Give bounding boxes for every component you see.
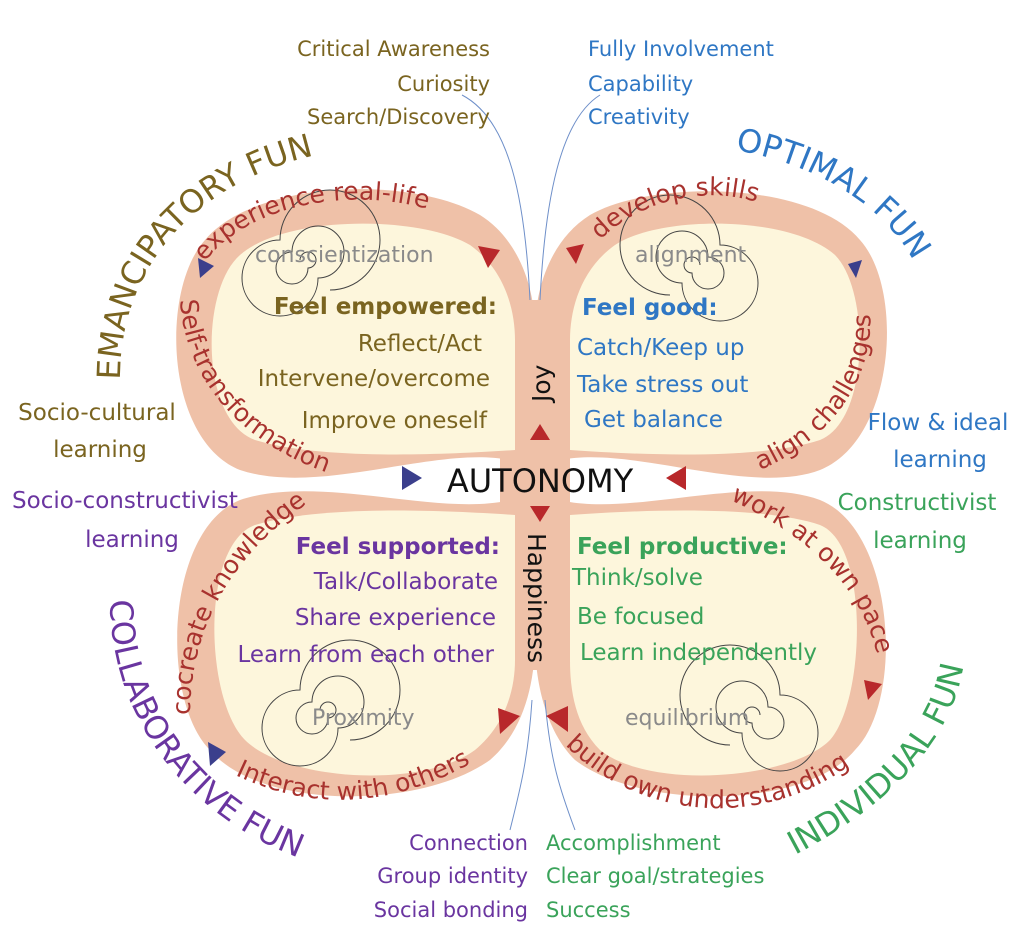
inner-lobes xyxy=(211,223,860,776)
learning-label-constructivist: Constructivist xyxy=(838,490,997,516)
outer-item: Capability xyxy=(588,72,693,96)
arrow-icon xyxy=(666,466,686,490)
learning-label-socio-constructivist-2: learning xyxy=(85,527,179,553)
arrow-icon xyxy=(530,424,550,440)
connector-line-optimal xyxy=(539,94,601,301)
arrow-icon xyxy=(566,244,584,264)
learning-label-flow: Flow & ideal xyxy=(868,410,1009,436)
spiral-label-proximity: Proximity xyxy=(312,706,415,731)
feel-item: Be focused xyxy=(577,604,704,630)
outer-item: Critical Awareness xyxy=(297,37,490,61)
spiral-conscientization xyxy=(241,189,381,317)
outer-item: Clear goal/strategies xyxy=(546,864,764,888)
feel-item: Talk/Collaborate xyxy=(313,569,498,595)
spiral-label-alignment: alignment xyxy=(635,243,747,268)
feel-title-individual: Feel productive: xyxy=(577,534,788,560)
spiral-equilibrium xyxy=(679,644,819,772)
arrow-icon xyxy=(478,246,500,268)
arrow-icon xyxy=(864,680,882,700)
feel-item: Share experience xyxy=(295,605,496,631)
arrow-icon xyxy=(402,466,422,490)
connector-line-collaborative xyxy=(509,699,533,831)
feel-item: Learn independently xyxy=(580,640,817,666)
spiral-label-equilibrium: equilibrium xyxy=(625,706,749,731)
outer-item: Social bonding xyxy=(374,898,528,922)
feel-item: Reflect/Act xyxy=(358,331,482,357)
learning-label-socio-constructivist: Socio-constructivist xyxy=(12,488,238,514)
arrow-icon xyxy=(208,742,226,766)
spiral-alignment xyxy=(619,194,759,322)
arrow-icon xyxy=(848,260,862,278)
spiral-proximity xyxy=(261,639,401,767)
connector-line-individual xyxy=(544,699,576,831)
feel-title-emancipatory: Feel empowered: xyxy=(274,294,497,320)
outer-item: Group identity xyxy=(377,864,528,888)
learning-label-constructivist-2: learning xyxy=(873,528,967,554)
learning-label-socio-cultural: Socio-cultural xyxy=(18,400,176,426)
spiral-label-conscientization: conscientization xyxy=(255,243,434,268)
arrow-icon xyxy=(198,258,214,278)
feel-item: Catch/Keep up xyxy=(577,335,744,361)
outer-item: Creativity xyxy=(588,105,690,129)
learning-label-flow-2: learning xyxy=(893,447,987,473)
feel-item: Think/solve xyxy=(571,565,703,591)
feel-item: Take stress out xyxy=(576,372,748,398)
feel-item: Improve oneself xyxy=(302,408,488,434)
outer-item: Fully Involvement xyxy=(588,37,774,61)
arrow-icon xyxy=(530,506,550,522)
feel-item: Intervene/overcome xyxy=(258,366,490,392)
feel-title-collaborative: Feel supported: xyxy=(296,534,500,560)
outer-item: Curiosity xyxy=(397,72,490,96)
learning-label-socio-cultural-2: learning xyxy=(53,437,147,463)
feel-item: Learn from each other xyxy=(238,642,495,668)
feel-item: Get balance xyxy=(584,407,723,433)
outer-item: Success xyxy=(546,898,631,922)
outer-item: Accomplishment xyxy=(546,831,721,855)
center-label-joy: Joy xyxy=(527,364,556,404)
arrow-icon xyxy=(546,706,568,732)
center-label-autonomy: AUTONOMY xyxy=(447,462,634,500)
arrow-icon xyxy=(498,708,520,734)
outer-item: Connection xyxy=(409,831,528,855)
feel-title-optimal: Feel good: xyxy=(582,295,718,321)
connector-line-emancipatory xyxy=(461,94,531,301)
outer-item: Search/Discovery xyxy=(307,105,490,129)
center-label-happiness: Happiness xyxy=(522,533,551,663)
